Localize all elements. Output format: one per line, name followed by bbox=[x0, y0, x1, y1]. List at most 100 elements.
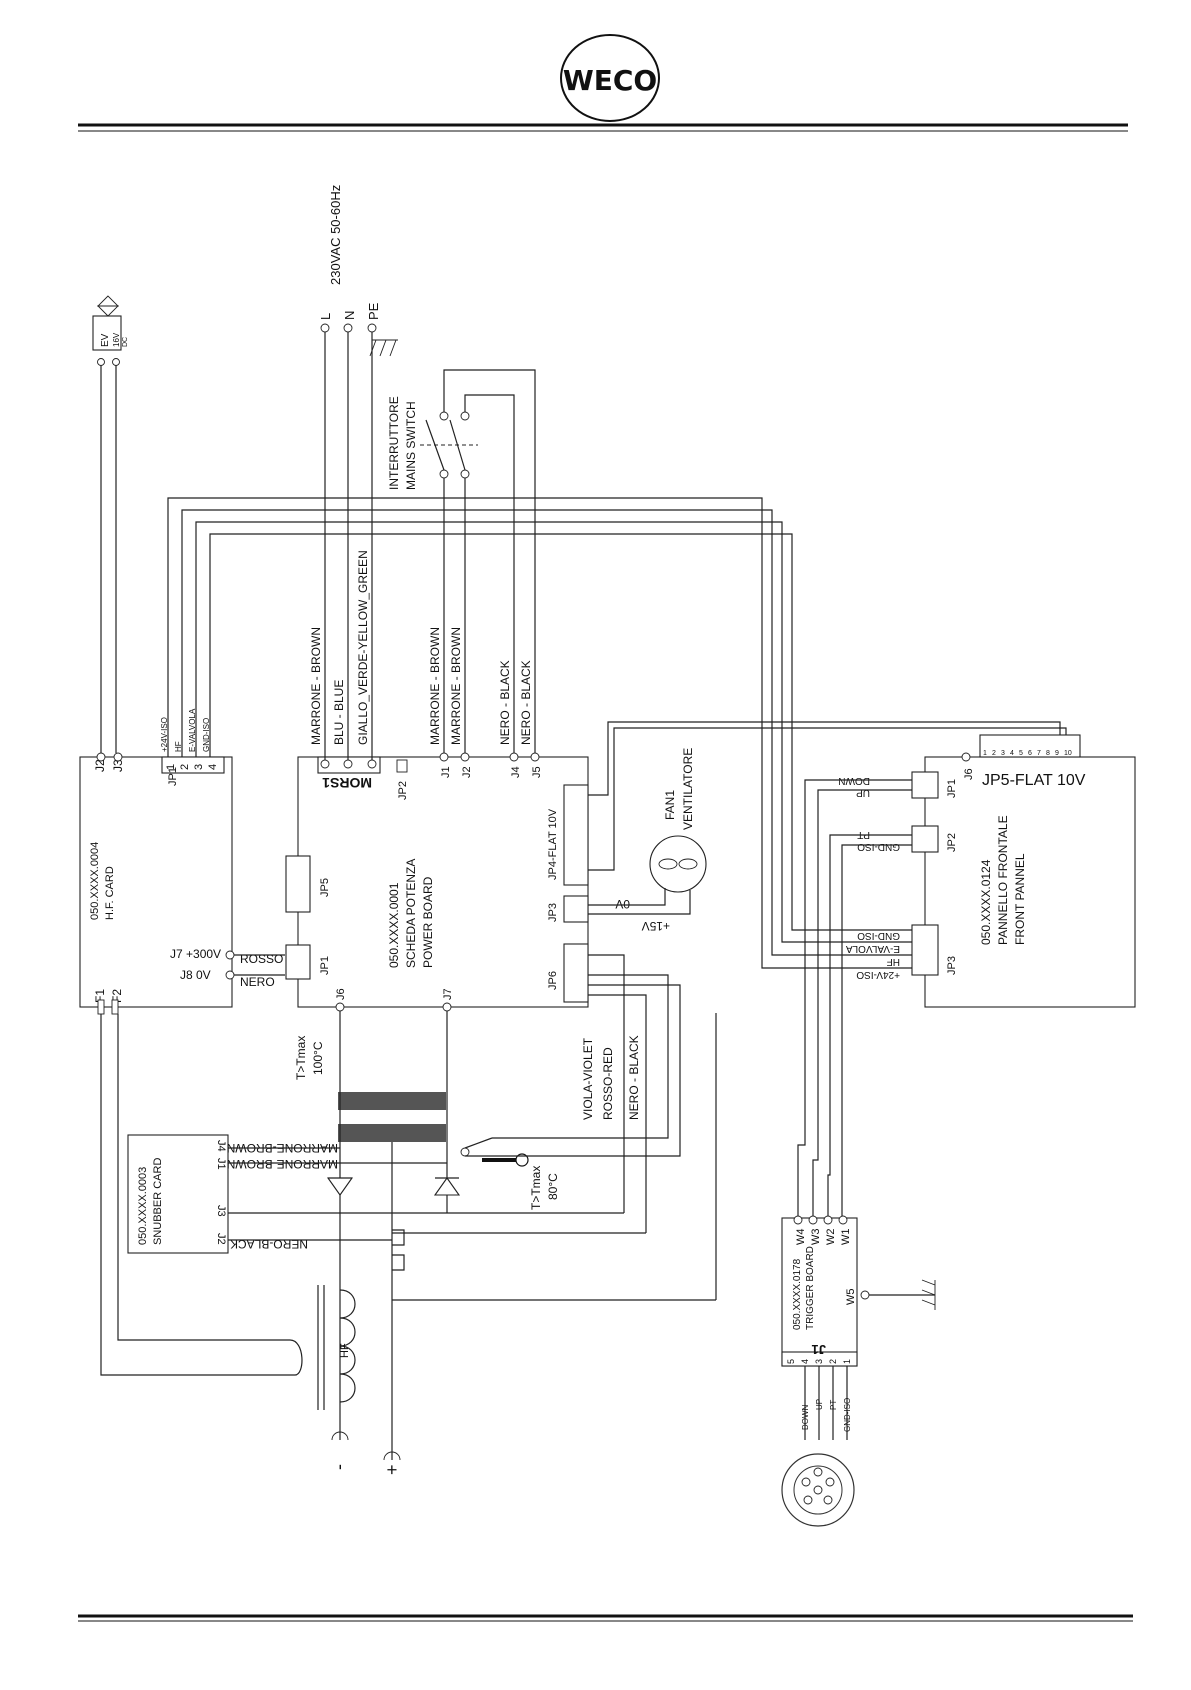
ground-icon bbox=[369, 339, 398, 357]
minus-label: - bbox=[329, 1464, 349, 1470]
plus-terminal bbox=[383, 1451, 401, 1461]
fan-name: FAN1 bbox=[663, 790, 677, 820]
connector-pin bbox=[813, 1467, 823, 1477]
wire bbox=[588, 994, 647, 1233]
mors1-label: MORS1 bbox=[322, 775, 372, 791]
sn-j4: J4 bbox=[215, 1140, 227, 1152]
wire bbox=[464, 394, 515, 753]
flat-pin-num: 2 bbox=[992, 750, 996, 757]
pb-j4-terminal bbox=[509, 752, 519, 762]
round-connector-inner bbox=[793, 1465, 843, 1515]
hf-f1-terminal bbox=[97, 999, 105, 1015]
flat-pin-num: 8 bbox=[1046, 750, 1050, 757]
pb-j1-label: J1 bbox=[440, 766, 452, 778]
tb-w: W3 bbox=[810, 1229, 822, 1246]
pb-j6-label: J6 bbox=[335, 988, 347, 1000]
connector-pin bbox=[825, 1477, 835, 1487]
wire bbox=[209, 533, 928, 931]
fan-15v: +15V bbox=[642, 919, 670, 933]
w-black3: NERO - BLACK bbox=[627, 1035, 641, 1120]
trigger-board bbox=[781, 1217, 858, 1367]
fan-icon bbox=[649, 835, 707, 893]
pb-j7-label: J7 bbox=[442, 988, 454, 1000]
nero-label: NERO bbox=[240, 975, 275, 989]
sn-j3: J3 bbox=[215, 1205, 227, 1217]
sn-black: NERO-BLACK bbox=[230, 1237, 308, 1251]
flat-pin-num: 7 bbox=[1037, 750, 1041, 757]
hf-jp1-connector bbox=[161, 756, 225, 774]
hf-code: 050.XXXX.0004 bbox=[89, 842, 101, 920]
pb-j6-terminal bbox=[335, 1002, 345, 1012]
sn-j2: J2 bbox=[215, 1233, 227, 1245]
tb-w-terminal bbox=[808, 1215, 818, 1225]
tmax2-b: 80°C bbox=[546, 1173, 560, 1200]
ground-icon bbox=[921, 1279, 936, 1310]
hf-j8-terminal bbox=[225, 970, 235, 980]
power-board bbox=[297, 756, 589, 1008]
pb-j1-terminal bbox=[439, 752, 449, 762]
hf-f2-terminal bbox=[111, 999, 119, 1015]
fp-up: UP bbox=[856, 787, 870, 798]
fp-en: FRONT PANNEL bbox=[1013, 853, 1027, 945]
w-brown2: MARRONE - BROWN bbox=[428, 627, 442, 745]
mors1-l bbox=[320, 759, 330, 769]
mains-l: L bbox=[318, 313, 333, 320]
conn-pin: UP bbox=[815, 1399, 824, 1410]
switch-contact bbox=[460, 411, 470, 421]
hf-j3-label: J3 bbox=[111, 759, 125, 772]
hf-j2-terminal bbox=[96, 752, 106, 762]
conn-pin: DOWN bbox=[801, 1404, 810, 1430]
fan-0v: 0V bbox=[615, 897, 630, 911]
fp-jp5-label: JP5-FLAT 10V bbox=[982, 772, 1086, 789]
jp2-connector bbox=[396, 759, 408, 773]
hf-pin-num: 2 bbox=[179, 764, 191, 770]
mains-voltage: 230VAC 50-60Hz bbox=[328, 185, 343, 285]
mains-pe-terminal bbox=[367, 323, 377, 333]
wire bbox=[812, 789, 912, 1218]
conn-pin: GND-ISO bbox=[843, 1398, 852, 1432]
wire bbox=[841, 844, 912, 1218]
tb-w5: W5 bbox=[845, 1289, 857, 1306]
hf-j2-label: J2 bbox=[93, 759, 107, 772]
fan-it: VENTILATORE bbox=[681, 748, 695, 830]
tb-w-terminal bbox=[793, 1215, 803, 1225]
fp-jp5-connector bbox=[979, 734, 1081, 758]
w-red: ROSSO-RED bbox=[601, 1047, 615, 1120]
mains-n: N bbox=[342, 311, 357, 320]
hf-j7-label: J7 +300V bbox=[170, 947, 221, 961]
tb-num: 3 bbox=[814, 1359, 824, 1364]
fp-j6-label: J6 bbox=[963, 768, 975, 780]
fp-it: PANNELLO FRONTALE bbox=[996, 815, 1010, 945]
snubber-card bbox=[127, 1134, 229, 1254]
thermostat-contact bbox=[460, 1147, 470, 1157]
flat-pin-num: 9 bbox=[1055, 750, 1059, 757]
fp-gnd: GND-ISO bbox=[857, 841, 900, 852]
flat-pin-num: 1 bbox=[983, 750, 987, 757]
tb-j1: J1 bbox=[812, 1342, 826, 1357]
w-brown1: MARRONE - BROWN bbox=[309, 627, 323, 745]
tb-w: W4 bbox=[795, 1229, 807, 1246]
front-panel bbox=[924, 756, 1136, 1008]
wire bbox=[492, 974, 669, 1139]
flat-pin-num: 6 bbox=[1028, 750, 1032, 757]
thermostat-lever bbox=[464, 1137, 493, 1149]
pb-jp4-label: JP4-FLAT 10V bbox=[547, 808, 559, 880]
wire bbox=[465, 984, 681, 1157]
wire bbox=[167, 497, 928, 969]
tb-code: 050.XXXX.0178 bbox=[792, 1258, 803, 1330]
hf-pin-num: 4 bbox=[207, 764, 219, 770]
logo-text: WECO bbox=[563, 64, 657, 97]
sn-brown-b: MARRONE-BROWN bbox=[227, 1157, 338, 1171]
flat-pin-num: 4 bbox=[1010, 750, 1014, 757]
weco-logo bbox=[560, 34, 660, 122]
hf-loop-wire bbox=[100, 1014, 303, 1376]
w-blue: BLU - BLUE bbox=[332, 680, 346, 745]
thermometer-bulb bbox=[515, 1153, 529, 1167]
hf-j3-terminal bbox=[113, 752, 123, 762]
pb-j7-terminal bbox=[442, 1002, 452, 1012]
rosso-label: ROSSO bbox=[240, 952, 283, 966]
mors1-n bbox=[343, 759, 353, 769]
pb-jp6-connector bbox=[563, 943, 589, 1003]
pb-j4-label: J4 bbox=[510, 766, 522, 778]
